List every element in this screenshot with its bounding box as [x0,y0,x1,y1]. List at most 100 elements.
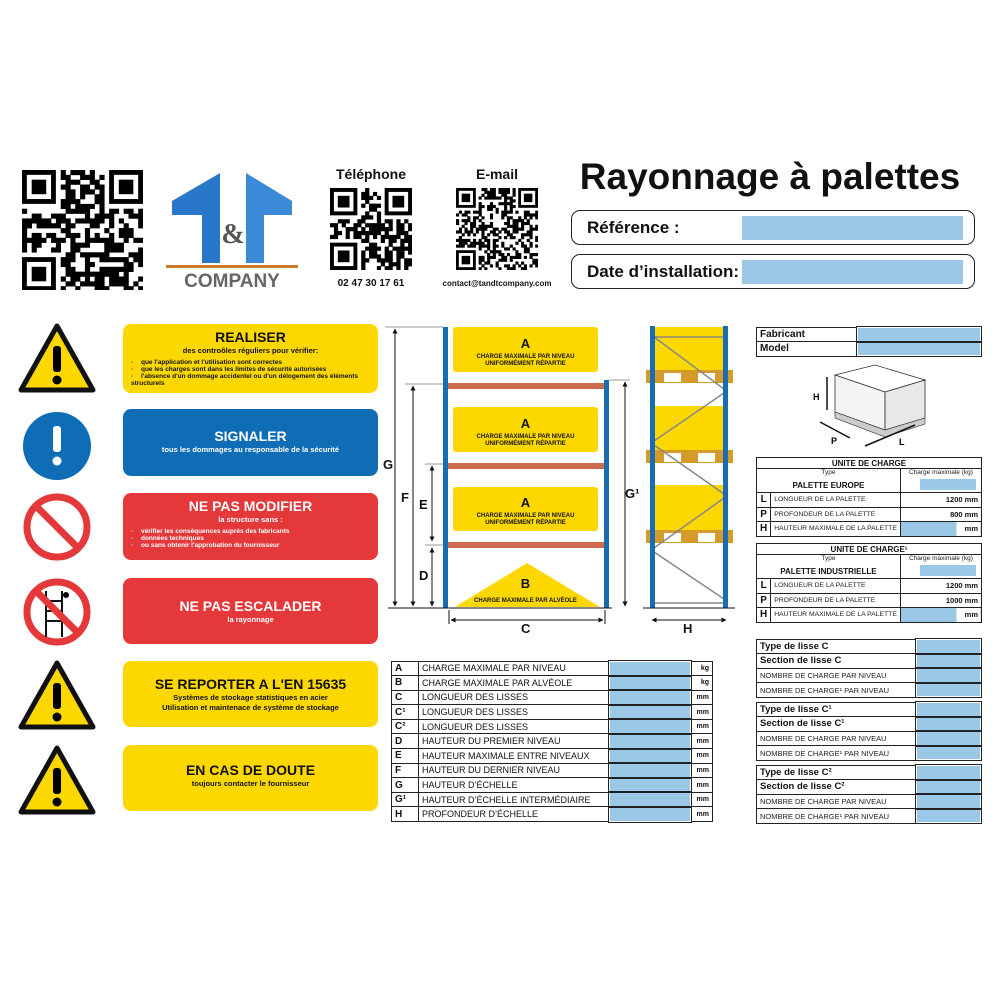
spec-label: LONGUEUR DES LISSES [418,704,609,720]
loads1-per-level-input[interactable] [914,744,982,762]
pallet-l-label: L [899,437,905,447]
qr-code-email[interactable] [456,188,538,270]
spec-label: HAUTEUR MAXIMALE ENTRE NIVEAUX [418,748,609,764]
spec-value-input[interactable] [607,791,692,808]
spec-key: H [391,806,419,823]
beam-type-label: Type de lisse C¹ [756,701,916,718]
spec-value-input[interactable] [607,732,692,750]
loads1-per-level-label: NOMBRE DE CHARGE¹ PAR NIVEAU [756,808,916,824]
email-heading: E-mail [475,166,518,182]
spec-value-input[interactable] [607,718,692,735]
spec-unit: mm [690,748,713,764]
spec-value-input[interactable] [607,747,692,765]
spec-value-input[interactable] [607,703,692,721]
spec-key: C [391,689,419,706]
spec-value-input[interactable] [607,689,692,706]
sign-subtitle: Systèmes de stockage statistiques en aci… [173,693,328,702]
upright [723,326,728,608]
warning-icon [18,745,96,815]
sign-title: REALISER [215,329,286,345]
spec-unit: kg [690,660,713,677]
dim-value: 1000 mm [899,592,983,609]
sign-title: SIGNALER [214,428,287,444]
loads-per-level-label: NOMBRE DE CHARGE PAR NIVEAU [756,793,916,810]
dim-value[interactable]: mm [899,521,983,537]
dim-label: LONGUEUR DE LA PALETTE [770,578,901,594]
pallet-p-label: P [831,436,837,446]
reference-field: Référence : [571,210,975,245]
spec-value-input[interactable] [607,674,692,692]
type-label: Type [821,555,836,562]
upright [604,380,609,608]
load-a-text: UNIFORMÉMENT RÉPARTIE [485,361,566,367]
dim-label: PROFONDEUR DE LA PALETTE [770,592,901,609]
dim-value[interactable]: mm [899,607,983,623]
spec-label: CHARGE MAXIMALE PAR ALVÉOLE [418,675,609,691]
spec-key: C² [391,718,419,735]
loads-per-level-input[interactable] [914,667,982,684]
spec-value-input[interactable] [607,762,692,779]
qr-code-phone[interactable] [330,188,412,270]
installation-date-field: Date d’installation: [571,254,975,289]
beam-section-label: Section de lisse C¹ [756,716,916,732]
beam-type-input[interactable] [914,764,982,781]
spec-key: G [391,777,419,793]
spec-value-input[interactable] [607,660,692,677]
max-load-input[interactable] [919,479,976,490]
loads-per-level-input[interactable] [914,793,982,810]
spec-label: PROFONDEUR D’ÉCHELLE [418,806,609,823]
installation-date-input[interactable] [742,260,963,284]
dim-label-c: C [521,621,531,636]
load-b-text: CHARGE MAXIMALE PAR ALVÉOLE [474,598,577,604]
beam [447,383,607,389]
dim-key: H [755,607,772,623]
loads-per-level-label: NOMBRE DE CHARGE PAR NIVEAU [756,730,916,747]
spec-value-input[interactable] [607,776,692,794]
spec-label: HAUTEUR D’ÉCHELLE [418,777,609,793]
qr-code-website[interactable] [22,170,143,290]
fabricant-input[interactable] [855,326,982,343]
beam-type-input[interactable] [914,701,982,718]
load-a-text: CHARGE MAXIMALE PAR NIVEAU [476,434,575,440]
svg-text:&: & [221,219,244,250]
spec-value-input[interactable] [607,805,692,823]
rack-side-view [643,326,735,623]
beam-section-input[interactable] [914,715,982,733]
upright [443,327,448,608]
sign-subtitle: la structure sans : [218,515,283,524]
loads1-per-level-input[interactable] [914,807,982,825]
model-input[interactable] [855,340,982,358]
reference-input[interactable] [742,216,963,240]
beam-section-input[interactable] [914,652,982,670]
beam-type-label: Type de lisse C [756,638,916,655]
dim-value: 800 mm [899,506,983,523]
max-load-input[interactable] [919,565,976,576]
page-title: Rayonnage à palettes [579,156,961,197]
beam-type-input[interactable] [914,638,982,655]
sign-subtitle: toujours contacter le fournisseur [191,779,310,788]
sign-subtitle: la rayonnage [227,615,274,624]
loads1-per-level-input[interactable] [914,681,982,699]
dim-label: HAUTEUR MAXIMALE DE LA PALETTE [770,607,901,623]
dim-label-h: H [683,621,693,636]
load-b-letter: B [520,576,531,591]
list-item: données techniques [131,535,378,542]
beam-section-input[interactable] [914,778,982,796]
fabricant-label: Fabricant [756,326,857,343]
load-a-text: UNIFORMÉMENT RÉPARTIE [485,441,566,447]
upright [650,326,655,608]
email-address[interactable]: contact@tandtcompany.com [442,279,552,288]
load-a-letter: A [520,416,531,431]
spec-key: G¹ [391,791,419,808]
pallet [646,530,733,543]
spec-unit: mm [690,762,713,779]
loads-per-level-input[interactable] [914,730,982,747]
